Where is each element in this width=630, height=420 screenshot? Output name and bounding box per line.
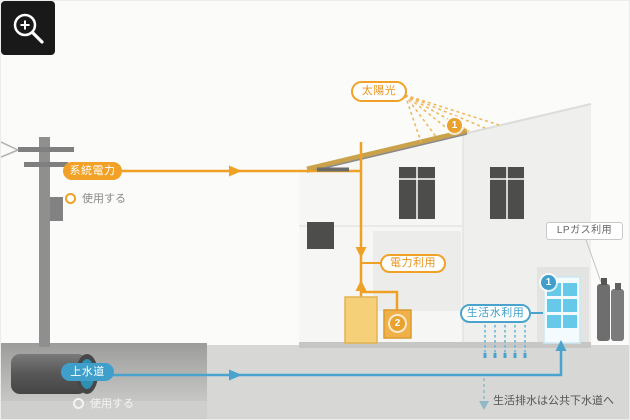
grid-power-label: 系統電力 [63, 162, 122, 180]
use-option-label: 使用する [90, 398, 134, 410]
magnifier-plus-icon [13, 13, 44, 44]
faucet-dots [483, 353, 527, 358]
water-heater-unit [543, 276, 581, 344]
solar-marker: 1 [447, 118, 462, 133]
radio-circle-icon [73, 397, 84, 409]
water-supply-label: 上水道 [61, 363, 114, 381]
solar-label: 太陽光 [351, 81, 407, 102]
lp-gas-label: LPガス利用 [546, 222, 623, 240]
zoom-button[interactable] [1, 1, 55, 55]
drainage-note: 生活排水は公共下水道へ [493, 395, 614, 407]
power-use-label: 電力利用 [380, 254, 446, 273]
use-option-label: 使用する [82, 193, 126, 205]
utility-pole [1, 137, 74, 347]
domestic-water-label: 生活水利用 [460, 304, 531, 323]
water-heater-marker: 1 [541, 275, 556, 290]
gas-cylinders [585, 239, 624, 341]
storage-marker: 2 [390, 316, 405, 331]
power-line [122, 142, 399, 310]
solar-panel [306, 128, 468, 173]
water-line [93, 312, 567, 381]
drain-arrow-icon [479, 378, 489, 410]
grid-power-use-option[interactable]: 使用する [65, 190, 126, 206]
radio-circle-icon [65, 192, 76, 204]
water-supply-use-option[interactable]: 使用する [73, 395, 134, 411]
